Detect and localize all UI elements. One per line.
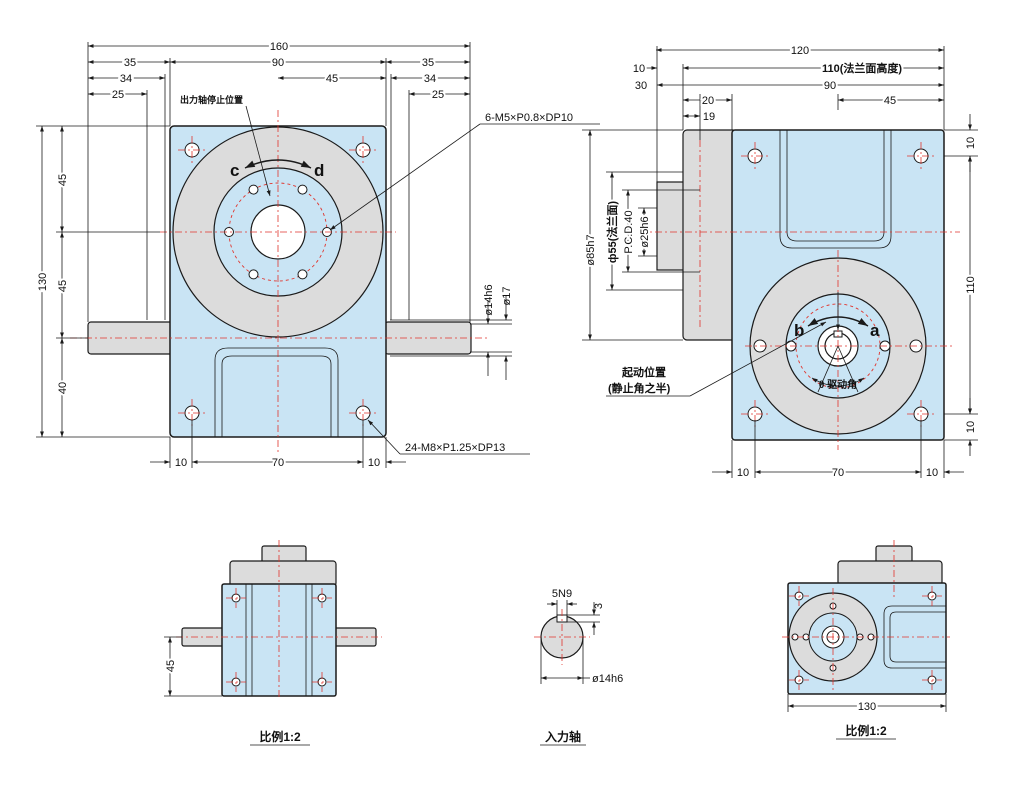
captions: 比例1:2 入力轴 比例1:2 [250,723,896,746]
front-notch-outer [214,347,339,437]
dim-side-120: 120 [791,45,809,57]
start-position-label-1: 起动位置 [621,365,666,379]
dim-side-45: 45 [884,95,896,107]
dim-side-90: 90 [824,80,836,92]
dim-side-right-10-top: 10 [965,137,977,149]
side-view: b a θ 驱动角 [640,129,960,450]
front-top-dimensions: 160 35 90 35 34 45 34 25 25 [87,39,471,322]
dim-front-25-right: 25 [432,89,444,101]
dim-front-35-left: 35 [124,57,136,69]
dim-front-35-right: 35 [422,57,434,69]
dir-d-label: d [314,161,324,180]
dim-front-17: ø17 [501,287,513,306]
dim-front-bottom-10-left: 10 [175,457,187,469]
dim-side-bottom-10-left: 10 [737,467,749,479]
caption-input-shaft: 入力轴 [545,729,581,744]
dim-side-right-110: 110 [965,276,977,294]
dim-front-45: 45 [326,73,338,85]
dim-front-40: 40 [57,382,69,394]
drive-angle-arc [811,377,865,387]
dim-shaft-3: 3 [593,603,605,609]
dim-shaft-5n9: 5N9 [552,588,572,600]
dim-side-25h6: ø25h6 [639,216,651,247]
side-left-dimensions: ø85h7 ф55(法兰面) P.C.D.40 ø25h6 [582,129,700,341]
front-annotations: 出力轴停止位置 6-M5×P0.8×DP10 24-M8×P1.25×DP13 [180,94,600,455]
front-view: c d [70,110,490,452]
side-right-dimensions: 10 110 10 [944,114,979,456]
dir-c-label: c [230,161,239,180]
side-flange-housing [682,129,738,341]
dir-b-label: b [794,321,804,340]
side-bottom-dimensions: 10 70 10 [712,420,964,481]
input-shaft-section: 5N9 3 ø14h6 [534,588,623,685]
dir-a-label: a [870,321,880,340]
stop-position-label: 出力轴停止位置 [180,94,243,105]
dim-front-34-right: 34 [424,73,436,85]
front-right-dimensions: ø14h6 ø17 [390,284,513,380]
front-rotation-arrow [244,159,312,169]
dim-front-25-left: 25 [112,89,124,101]
dim-side-10: 10 [633,63,645,75]
front-right-shaft [384,321,472,355]
caption-scale-right: 比例1:2 [845,723,887,738]
front-bottom-dimensions: 10 70 10 [150,420,406,471]
dim-front-130: 130 [37,273,49,291]
dim-side-110-flange: 110(法兰面高度) [822,61,902,75]
dim-front-shaft-14h6: ø14h6 [483,284,495,315]
dim-br-130: 130 [858,701,876,713]
hole-spec-bottom: 24-M8×P1.25×DP13 [405,442,505,454]
hole-spec-top: 6-M5×P0.8×DP10 [485,112,573,124]
dim-front-90: 90 [272,57,284,69]
drive-angle-label: θ 驱动角 [819,378,857,391]
dim-front-160: 160 [270,41,288,53]
side-top-dimensions: 120 10 110(法兰面高度) 30 90 20 19 45 [631,43,945,182]
dim-shaft-14h6: ø14h6 [592,673,623,685]
dim-side-right-10-bottom: 10 [965,421,977,433]
dim-front-45-lower: 45 [57,280,69,292]
dim-side-55-flange: ф55(法兰面) [605,201,619,264]
dim-side-19: 19 [703,111,715,123]
bottom-right-view: 130 [782,540,950,715]
dim-side-pcd40: P.C.D.40 [623,210,635,253]
bottom-left-view: 45 [163,540,382,700]
dim-side-30: 30 [635,80,647,92]
bl-top-flange [229,560,337,587]
dim-side-bottom-70: 70 [832,467,844,479]
dim-front-34-left: 34 [120,73,132,85]
dim-bl-45: 45 [165,660,177,672]
dim-side-bottom-10-right: 10 [926,467,938,479]
dim-side-85h7: ø85h7 [585,234,597,265]
dim-front-bottom-10-right: 10 [368,457,380,469]
br-top-flange [837,560,943,586]
front-notch-inner [221,355,332,437]
dim-front-45-upper: 45 [57,174,69,186]
start-position-label-2: (静止角之半) [608,381,671,395]
side-input-shaft [656,181,686,271]
side-notch-inner [786,130,885,242]
start-position-annotation: 起动位置 (静止角之半) [606,321,827,397]
front-left-dimensions: 130 45 45 40 [35,125,170,438]
dim-front-bottom-70: 70 [272,457,284,469]
side-notch-outer [779,130,892,249]
dim-side-20: 20 [702,95,714,107]
caption-scale-left: 比例1:2 [259,729,301,744]
